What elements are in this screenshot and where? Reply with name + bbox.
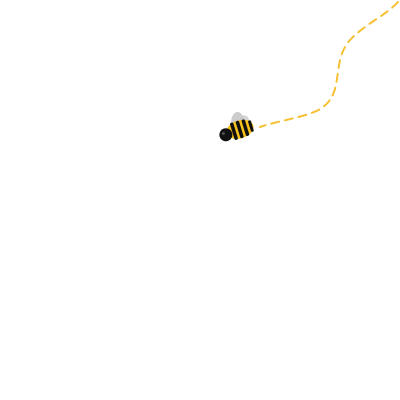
bee-icon — [219, 112, 254, 142]
flight-trail — [259, 1, 399, 128]
bee-head-highlight — [221, 131, 225, 135]
bee-head — [219, 128, 233, 142]
bee-stripes — [230, 119, 254, 140]
